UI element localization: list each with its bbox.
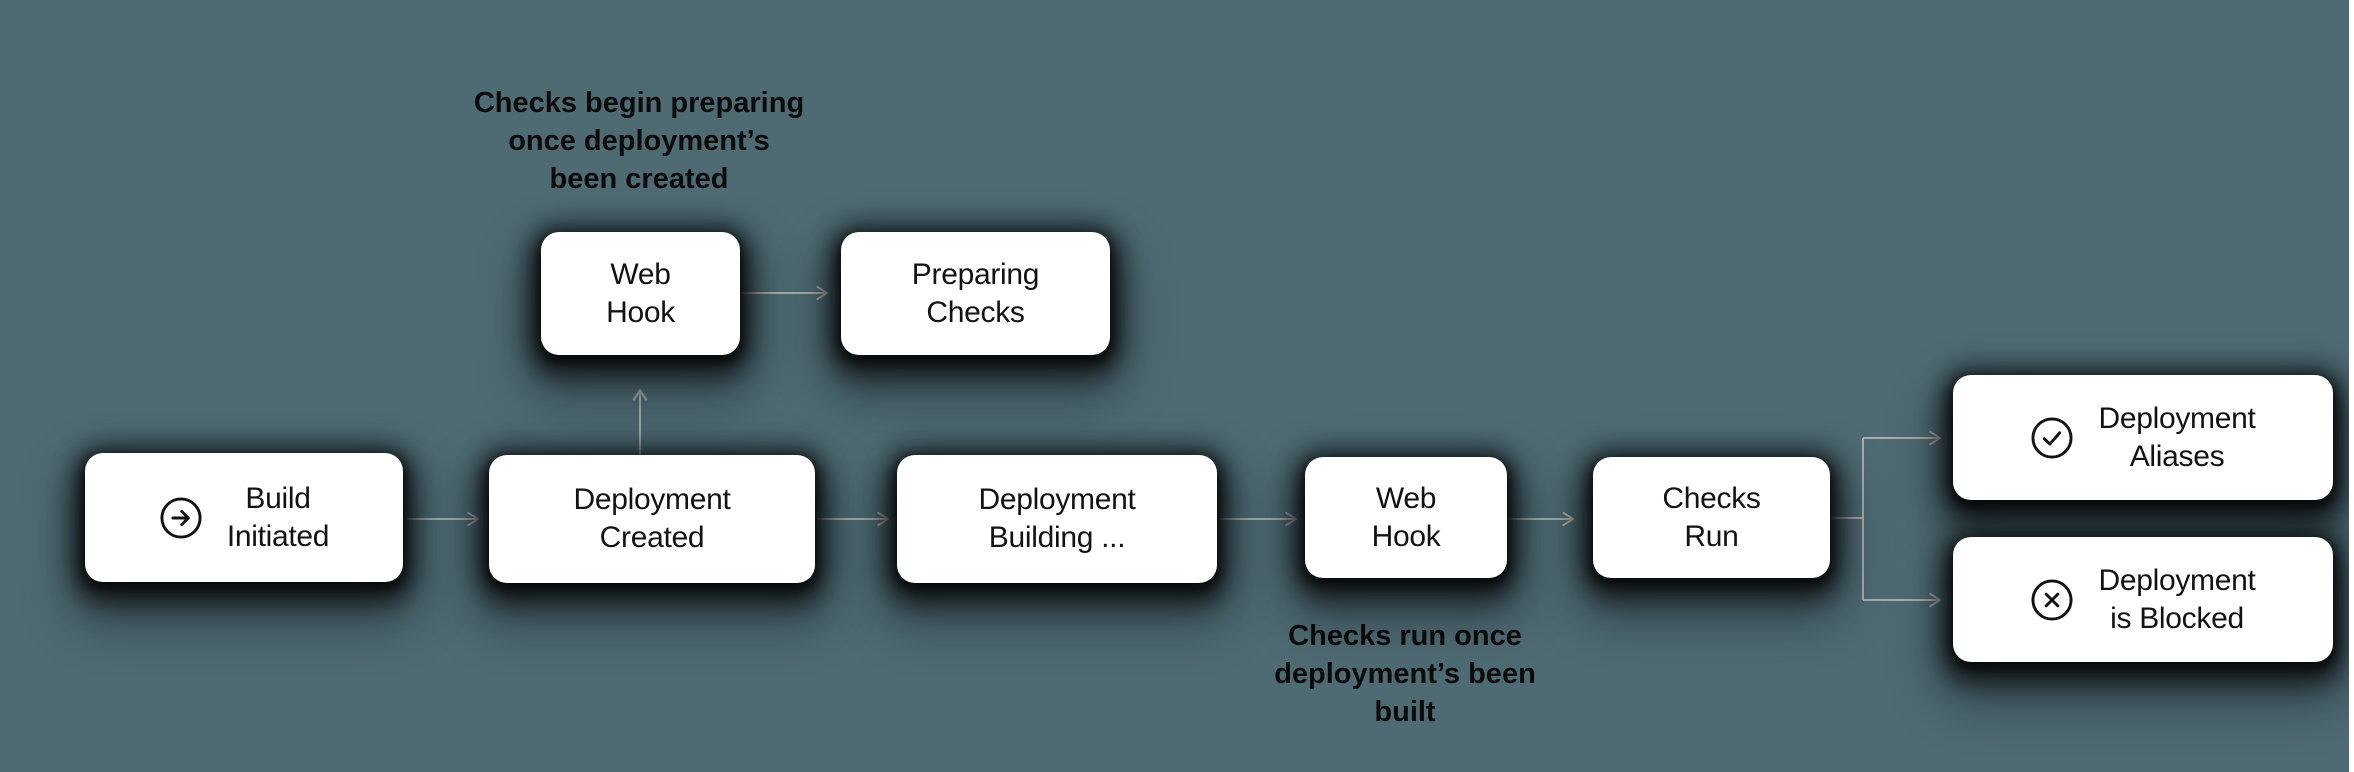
x-circle-icon <box>2031 578 2073 621</box>
node-web-hook-top: Web Hook <box>541 232 740 355</box>
node-deployment-aliases: Deployment Aliases <box>1953 375 2333 500</box>
node-web-hook-mid: Web Hook <box>1305 457 1507 578</box>
node-label: Web Hook <box>606 257 675 329</box>
annotation-checks-run-once: Checks run once deployment’s been built <box>1274 620 1536 728</box>
node-checks-run: Checks Run <box>1593 457 1830 578</box>
node-deployment-blocked: Deployment is Blocked <box>1953 537 2333 662</box>
node-label: Deployment Created <box>573 483 731 554</box>
node-label: Deployment Building ... <box>978 483 1136 554</box>
node-build-initiated: Build Initiated <box>85 453 403 582</box>
node-label: Web Hook <box>1371 481 1441 553</box>
node-label: Checks Run <box>1662 481 1761 553</box>
node-deployment-building: Deployment Building ... <box>897 455 1217 583</box>
arrow-right-circle-icon <box>160 496 202 539</box>
node-label: Build Initiated <box>226 481 330 553</box>
node-preparing-checks: Preparing Checks <box>841 232 1110 355</box>
annotation-checks-begin-preparing: Checks begin preparing once deployment’s… <box>473 87 805 195</box>
node-deployment-created: Deployment Created <box>489 455 815 583</box>
check-circle-icon <box>2031 416 2073 459</box>
node-label: Preparing Checks <box>911 257 1040 329</box>
node-label: Deployment is Blocked <box>2098 563 2256 635</box>
right-edge-strip <box>2349 0 2354 772</box>
node-label: Deployment Aliases <box>2098 401 2256 473</box>
